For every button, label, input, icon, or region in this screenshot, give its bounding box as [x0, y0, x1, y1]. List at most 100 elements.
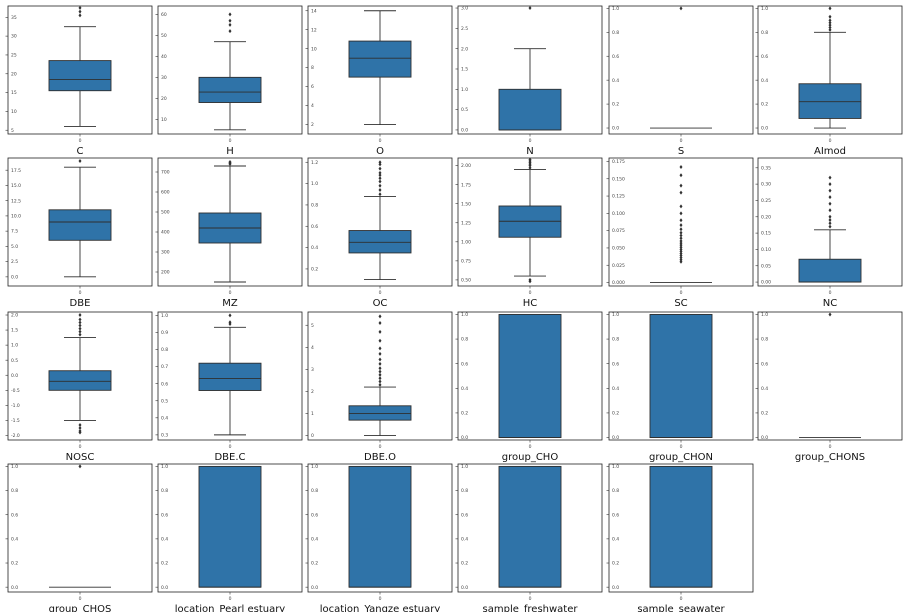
outlier-point	[378, 366, 382, 371]
outlier-point	[378, 179, 382, 184]
x-tick-label: 0	[829, 444, 832, 450]
y-tick-label: 1.00	[461, 239, 471, 245]
y-tick-label: 2.00	[461, 163, 471, 169]
box-iqr	[48, 370, 112, 391]
outlier-point	[679, 251, 683, 256]
y-tick-label: 25	[11, 53, 17, 59]
outlier-point	[679, 230, 683, 235]
outlier-point	[378, 338, 382, 343]
y-tick-label: 0.4	[761, 78, 768, 84]
outlier-point	[378, 357, 382, 362]
box-iqr	[649, 314, 713, 438]
outlier-point	[228, 320, 232, 325]
outlier-point	[78, 323, 82, 328]
outlier-point	[378, 382, 382, 387]
y-tick-label: 0.9	[161, 330, 168, 336]
x-axis-label: DBE.C	[214, 452, 245, 463]
outlier-point	[378, 379, 382, 384]
outlier-point	[679, 218, 683, 223]
y-tick-label: 500	[161, 210, 170, 216]
outlier-point	[378, 329, 382, 334]
outlier-point	[679, 236, 683, 241]
y-tick-label: 1.75	[461, 182, 471, 188]
y-tick-label: 0.6	[612, 54, 619, 60]
y-tick-label: 0.6	[311, 512, 318, 518]
y-tick-label: -1.0	[11, 403, 20, 409]
y-tick-label: 0.4	[761, 386, 768, 392]
outlier-point	[828, 175, 832, 180]
x-axis-label: MZ	[222, 298, 238, 309]
plot-frame	[7, 463, 153, 593]
y-tick-label: 0.50	[461, 278, 471, 284]
outlier-point	[378, 188, 382, 192]
y-tick-label: 5.0	[11, 244, 18, 250]
y-tick-label: 0.2	[612, 411, 619, 417]
y-tick-label: 15	[11, 90, 17, 96]
y-tick-label: 0.4	[612, 536, 619, 542]
y-tick-label: 2	[311, 389, 314, 395]
y-tick-label: 0.10	[761, 247, 771, 253]
outlier-point	[679, 253, 683, 258]
x-tick-label: 0	[529, 290, 532, 296]
y-tick-label: 0.0	[11, 585, 18, 591]
y-tick-label: 0.0	[761, 126, 768, 132]
outlier-point	[679, 259, 683, 264]
y-tick-label: 700	[161, 170, 170, 176]
y-tick-label: 0.5	[161, 398, 168, 404]
outlier-point	[679, 190, 683, 195]
box-iqr	[348, 405, 412, 421]
y-tick-label: 0.2	[612, 102, 619, 108]
y-tick-label: 15.0	[11, 183, 21, 189]
y-tick-label: 0.30	[761, 182, 771, 188]
y-tick-label: 0.2	[161, 561, 168, 567]
box-iqr	[649, 465, 713, 588]
y-tick-label: 0.050	[612, 246, 625, 252]
outlier-point	[378, 162, 382, 167]
outlier-point	[78, 332, 82, 337]
x-tick-label: 0	[229, 444, 232, 450]
x-axis-label: sample_seawater	[637, 604, 725, 612]
outlier-point	[828, 20, 832, 25]
y-tick-label: 1.0	[11, 464, 18, 470]
y-tick-label: 0.025	[612, 263, 625, 269]
y-tick-label: 0.0	[461, 585, 468, 591]
y-tick-label: 1.0	[461, 464, 468, 470]
chart-panel-5: 0.00.20.40.60.81.00S	[606, 5, 754, 157]
outlier-point	[528, 157, 532, 162]
outlier-point	[828, 201, 832, 206]
outlier-point	[828, 218, 832, 223]
y-tick-label: 0.6	[612, 361, 619, 367]
y-tick-label: 20	[11, 71, 17, 77]
y-tick-label: 0.6	[161, 512, 168, 518]
y-tick-label: -2.0	[11, 433, 20, 439]
y-tick-label: 0.8	[461, 337, 468, 343]
outlier-point	[828, 214, 832, 219]
y-tick-label: 0.2	[311, 267, 318, 273]
outlier-point	[228, 18, 232, 23]
box-iqr	[498, 88, 562, 131]
y-tick-label: 0.8	[761, 30, 768, 36]
outlier-point	[78, 9, 82, 14]
outlier-point	[828, 25, 832, 30]
box-iqr	[48, 60, 112, 92]
outlier-point	[679, 249, 683, 254]
y-tick-label: 0.0	[461, 435, 468, 441]
y-tick-label: 0.5	[11, 358, 18, 364]
y-tick-label: 12.5	[11, 198, 21, 204]
x-tick-label: 0	[79, 444, 82, 450]
x-axis-label: H	[226, 146, 234, 157]
y-tick-label: 0.2	[461, 561, 468, 567]
outlier-point	[78, 464, 82, 469]
y-tick-label: 0.6	[461, 361, 468, 367]
y-tick-label: 0.100	[612, 211, 625, 217]
y-tick-label: 0.6	[311, 224, 318, 230]
x-tick-label: 0	[680, 138, 683, 144]
